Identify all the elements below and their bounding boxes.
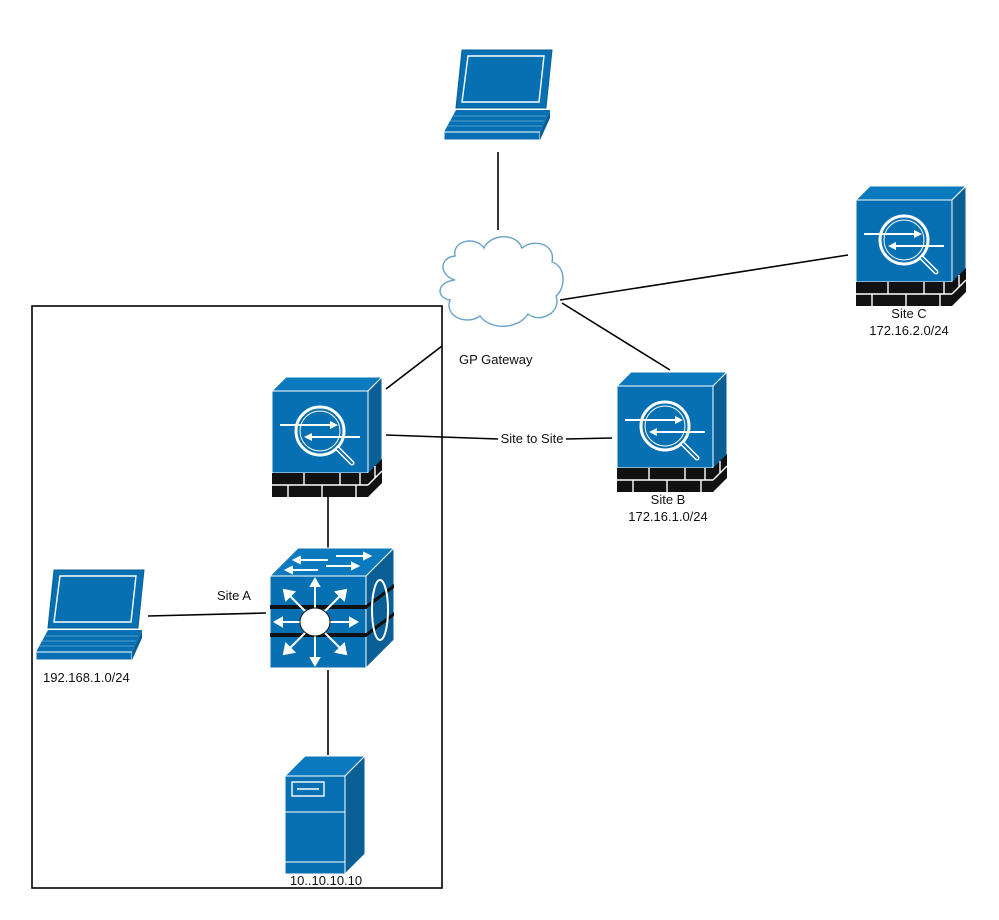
link-cloud-site-a-firewall <box>385 345 443 390</box>
gp-gateway-label: GP Gateway <box>459 352 533 367</box>
site-a-switch-icon[interactable] <box>268 546 396 670</box>
site-a-laptop-icon[interactable] <box>35 569 145 661</box>
site-a-label: Site A <box>217 588 251 603</box>
site-to-site-label: Site to Site <box>501 431 564 446</box>
link-laptop-switch <box>147 612 267 617</box>
site-a-server-icon[interactable] <box>283 754 367 876</box>
site-c-firewall-icon[interactable] <box>856 186 966 306</box>
link-cloud-site-b <box>561 302 671 371</box>
site-b-subnet: 172.16.1.0/24 <box>628 509 708 524</box>
link-cloud-site-c <box>559 254 849 301</box>
site-a-firewall-icon[interactable] <box>272 377 382 497</box>
site-c-label: Site C <box>891 306 926 321</box>
link-site-to-site-left <box>385 434 499 440</box>
link-site-to-site-right <box>565 437 613 440</box>
cloud-icon[interactable] <box>439 236 564 327</box>
site-a-server-address: 10..10.10.10 <box>290 873 362 888</box>
site-b-firewall-icon[interactable] <box>617 372 727 492</box>
site-a-boundary <box>31 305 443 889</box>
site-c-subnet: 172.16.2.0/24 <box>869 323 949 338</box>
site-a-laptop-subnet: 192.168.1.0/24 <box>43 670 130 685</box>
site-b-label: Site B <box>651 492 686 507</box>
remote-laptop-icon[interactable] <box>443 49 553 141</box>
